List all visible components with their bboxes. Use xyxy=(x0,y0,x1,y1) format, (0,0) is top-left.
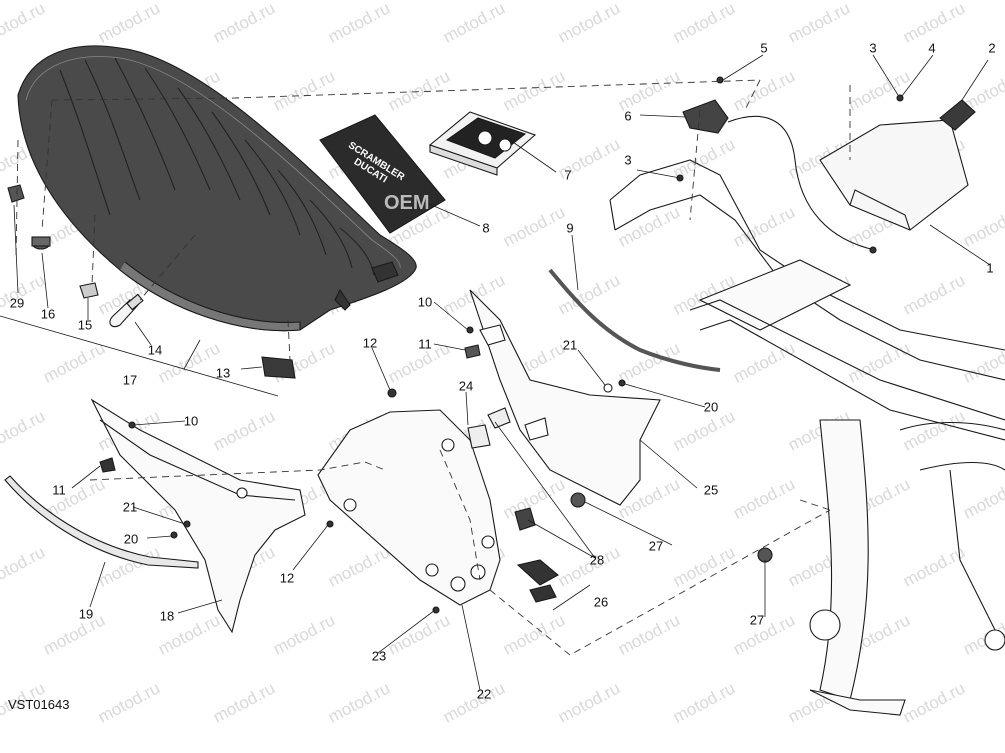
callout-5: 5 xyxy=(760,40,768,56)
callout-2: 2 xyxy=(988,40,996,56)
callout-8: 8 xyxy=(482,220,490,236)
callout-7: 7 xyxy=(564,167,572,183)
frame xyxy=(609,159,1005,716)
callout-27: 27 xyxy=(648,538,664,554)
callout-29: 29 xyxy=(9,295,25,311)
strap xyxy=(548,268,721,372)
bumper-29 xyxy=(7,184,25,203)
callout-24: 24 xyxy=(458,378,474,394)
callout-12: 12 xyxy=(279,570,295,586)
callout-10: 10 xyxy=(183,413,199,429)
callout-12: 12 xyxy=(362,335,378,351)
hardware xyxy=(99,76,904,614)
callout-1: 1 xyxy=(986,260,994,276)
callout-25: 25 xyxy=(703,482,719,498)
rubber-16 xyxy=(31,236,51,250)
seat xyxy=(17,45,417,332)
callout-21: 21 xyxy=(562,337,578,353)
clip-15 xyxy=(79,282,99,299)
seat-lock xyxy=(682,99,877,254)
callout-18: 18 xyxy=(159,608,175,624)
callout-11: 11 xyxy=(418,336,432,352)
leader-lines xyxy=(0,54,991,691)
callout-19: 19 xyxy=(78,606,94,622)
callout-4: 4 xyxy=(928,40,936,56)
callout-10: 10 xyxy=(417,294,433,310)
callout-6: 6 xyxy=(624,108,632,124)
callout-14: 14 xyxy=(147,342,163,358)
side-cover-18 xyxy=(90,398,306,634)
callout-21: 21 xyxy=(122,499,138,515)
callout-28: 28 xyxy=(589,552,605,568)
drawing-code: VST01643 xyxy=(8,697,70,712)
side-panel-left xyxy=(317,409,501,606)
callout-20: 20 xyxy=(123,531,139,547)
bag-text: OEM xyxy=(384,192,430,214)
callout-3: 3 xyxy=(869,40,877,56)
callout-16: 16 xyxy=(40,306,56,322)
callout-13: 13 xyxy=(215,365,231,381)
callout-23: 23 xyxy=(371,648,387,664)
assembly-lines xyxy=(15,79,851,656)
callout-22: 22 xyxy=(476,686,492,702)
trim-strip xyxy=(4,475,199,569)
callout-3: 3 xyxy=(624,152,632,168)
callout-20: 20 xyxy=(703,399,719,415)
callout-17: 17 xyxy=(122,372,138,388)
callout-15: 15 xyxy=(77,317,93,333)
callout-26: 26 xyxy=(593,594,609,610)
battery-tray xyxy=(819,99,976,231)
callout-11: 11 xyxy=(52,482,66,498)
hook-14 xyxy=(109,293,144,328)
latch-13 xyxy=(261,356,296,379)
callout-27: 27 xyxy=(749,612,765,628)
side-panel-right xyxy=(469,289,661,506)
document-bag xyxy=(319,114,446,234)
manual-book xyxy=(428,111,537,176)
callout-9: 9 xyxy=(566,220,574,236)
